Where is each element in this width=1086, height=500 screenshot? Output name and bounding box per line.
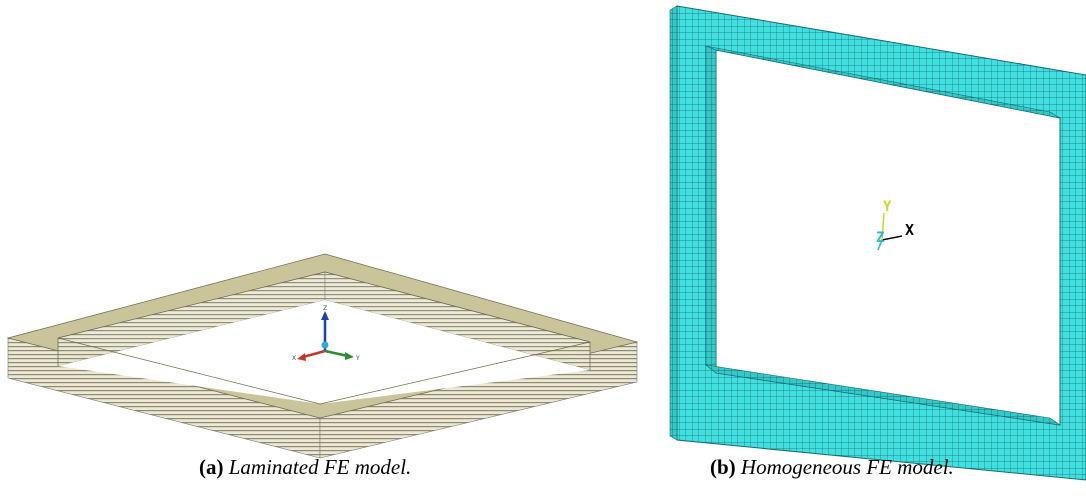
caption-b: (b) Homogeneous FE model. (710, 455, 954, 480)
coordinate-triad-a: Z X Y (292, 305, 360, 362)
triad-origin-sphere (321, 341, 329, 349)
triad-z-arrow (321, 311, 329, 320)
triad-b-y-label: Y (883, 199, 892, 215)
caption-b-label: (b) (710, 455, 741, 479)
caption-a-text: Laminated FE model. (228, 455, 412, 479)
mesh-frame-inner-bottom-wall (704, 364, 1061, 426)
mesh-frame-inner-left-wall (705, 45, 717, 374)
triad-b-x-axis (881, 235, 903, 241)
panel-laminated: Z X Y (a) Laminated FE model. (6, 253, 639, 480)
triad-b-z-axis (877, 239, 883, 251)
caption-a: (a) Laminated FE model. (199, 455, 411, 480)
caption-a-label: (a) (199, 455, 229, 479)
mesh-frame-outer-left-side (669, 5, 678, 441)
triad-x-label: X (292, 355, 296, 362)
triad-b-x-label: X (905, 221, 914, 239)
triad-b-y-axis (881, 212, 885, 241)
triad-z-label: Z (323, 305, 327, 312)
triad-x-arrow (297, 353, 306, 361)
mesh-frame-inner-top-wall (705, 45, 1061, 119)
coordinate-triad-b: Y X Z (876, 199, 914, 251)
triad-b-z-label: Z (876, 230, 884, 246)
homogeneous-frame-drawing: Y X Z (669, 5, 1086, 481)
triad-y-axis (324, 349, 349, 358)
triad-y-arrow (345, 352, 354, 360)
triad-y-label: Y (355, 355, 360, 362)
triad-x-axis (302, 349, 326, 359)
caption-b-text: Homogeneous FE model. (740, 455, 954, 479)
laminated-frame-drawing: Z X Y (6, 253, 639, 459)
panel-homogeneous: Y X Z (640, 0, 1086, 500)
